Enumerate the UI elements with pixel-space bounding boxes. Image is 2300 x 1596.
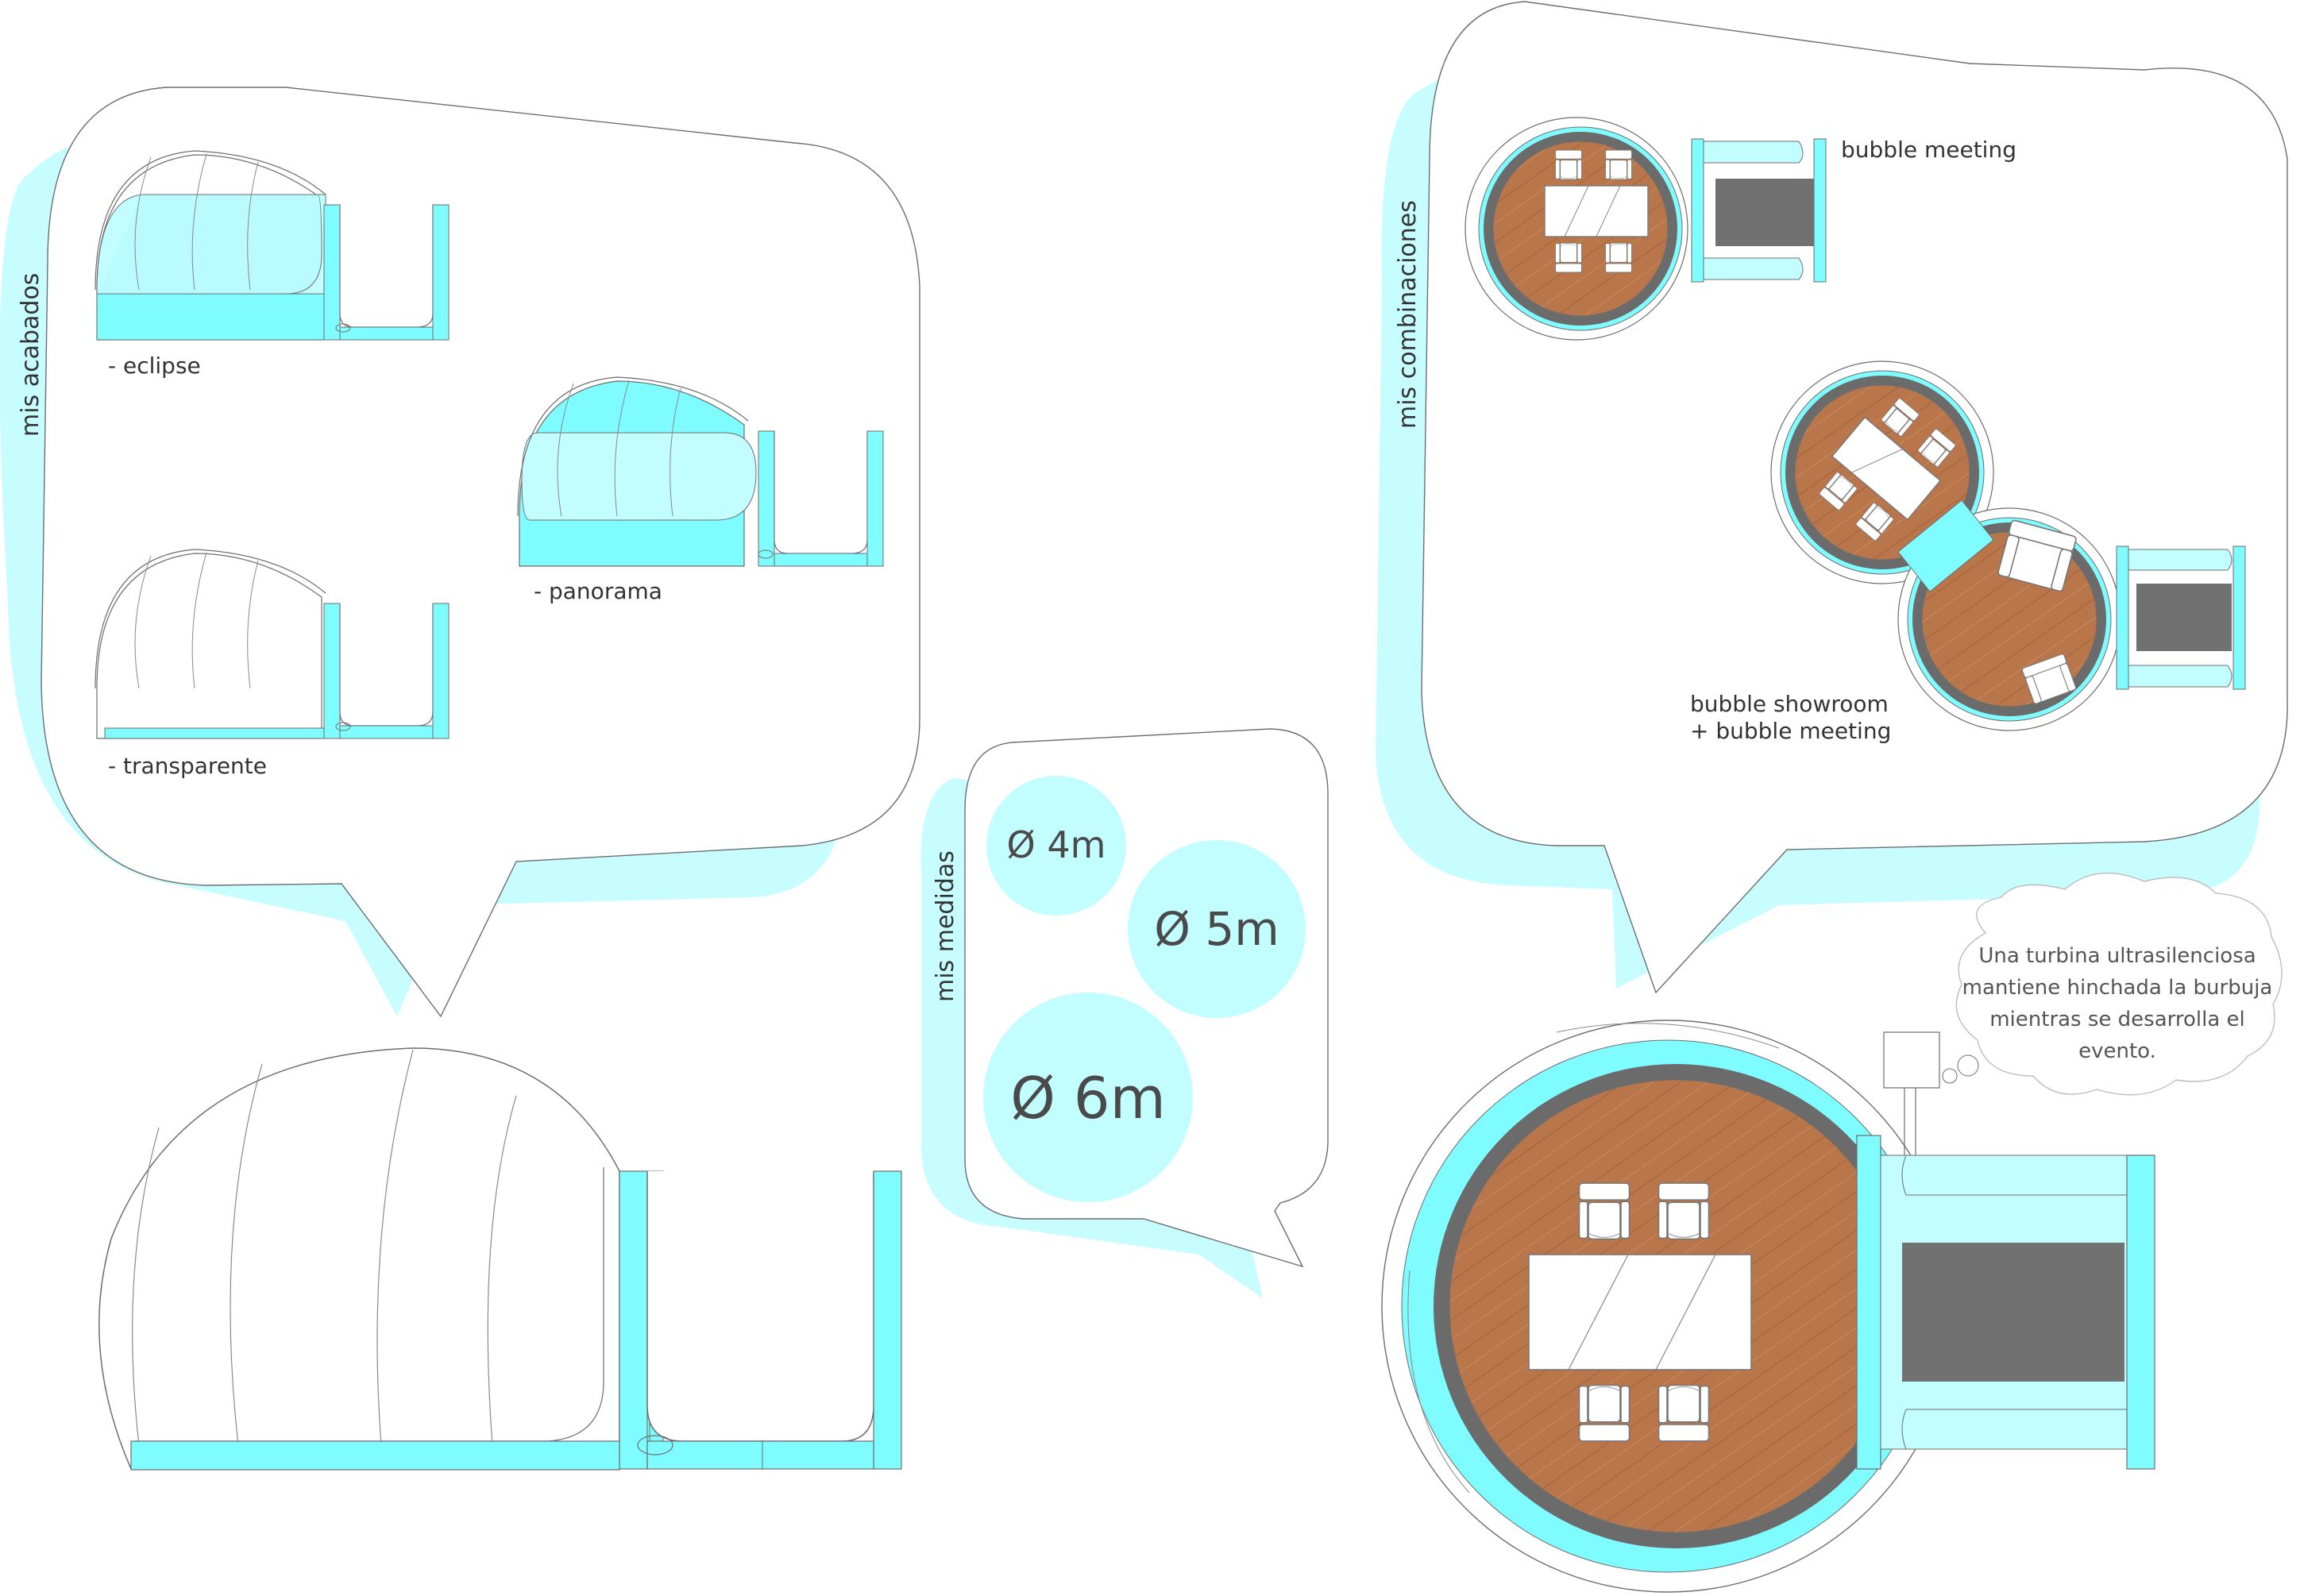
turbine-note-line3: mientras se desarrolla el xyxy=(1989,1008,2245,1031)
bubble-meeting-plan xyxy=(1465,117,1827,341)
panorama-label: - panorama xyxy=(534,578,662,604)
circle-6m xyxy=(983,993,1193,1202)
label-6m: Ø 6m xyxy=(1010,1065,1166,1131)
turbine-note-line1: Una turbina ultrasilenciosa xyxy=(1978,944,2256,968)
eclipse-bubble xyxy=(95,150,450,341)
combinaciones-title: mis combinaciones xyxy=(1394,200,1422,429)
showroom-label-line2: + bubble meeting xyxy=(1690,718,1891,744)
transparente-bubble xyxy=(95,549,450,739)
bubble-showroom-meeting-plan xyxy=(1770,360,2246,731)
turbine-thought-cloud: Una turbina ultrasilenciosa mantiene hin… xyxy=(1955,872,2283,1096)
large-bubble-plan xyxy=(1381,1020,2155,1593)
eclipse-label: - eclipse xyxy=(108,353,201,379)
turbine-note-line2: mantiene hinchada la burbuja xyxy=(1962,976,2273,1000)
large-bubble-elevation xyxy=(98,1047,902,1471)
panorama-bubble xyxy=(517,376,884,567)
turbine-note-line4: evento. xyxy=(2078,1039,2156,1063)
medidas-balloon: mis medidas Ø 4m Ø 5m Ø 6m xyxy=(920,728,1329,1298)
label-5m: Ø 5m xyxy=(1154,902,1279,956)
cloud-shape xyxy=(1955,872,2283,1096)
acabados-title: mis acabados xyxy=(17,273,44,437)
label-4m: Ø 4m xyxy=(1007,823,1106,866)
meeting-label: bubble meeting xyxy=(1841,137,2016,163)
circle-4m xyxy=(986,776,1126,916)
medidas-title: mis medidas xyxy=(932,850,959,1002)
turbine-box xyxy=(1883,1031,1940,1089)
transparente-label: - transparente xyxy=(108,753,267,779)
showroom-label-line1: bubble showroom xyxy=(1690,691,1889,717)
circle-5m xyxy=(1128,840,1306,1018)
